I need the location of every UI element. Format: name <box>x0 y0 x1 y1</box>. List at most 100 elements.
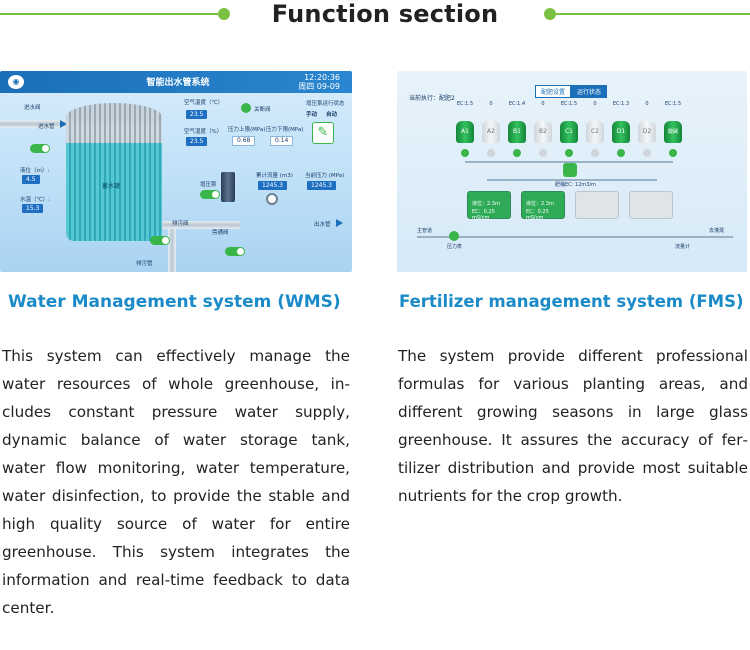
tank-label: 蓄水罐 <box>102 183 121 190</box>
mixing-tank: 液位：2.3m EC：0.25 mS/cm <box>521 191 565 221</box>
booster-pump-icon <box>221 172 235 202</box>
wms-logo-icon: ◉ <box>8 75 24 89</box>
drain-valve-toggle[interactable] <box>150 236 170 245</box>
mixer-icon <box>563 163 577 177</box>
wms-description: This system can effectively manage the w… <box>2 347 350 617</box>
temp-label: 水温（℃）: <box>20 197 51 203</box>
valve-icon[interactable] <box>617 149 625 157</box>
fertilizer-tank: A2 <box>482 121 500 143</box>
ec-label: EC:1.4 <box>508 101 526 107</box>
section-header: Function section <box>0 0 750 30</box>
pump-status-label: 增压泵运行状态 <box>306 101 345 107</box>
inlet-pipe-shape <box>0 120 78 128</box>
wms-system-title: 智能出水管系统 <box>146 78 210 88</box>
flow-label: 累计流量 (m3) <box>256 173 293 179</box>
drain-valve-label: 排污阀 <box>172 221 189 227</box>
wms-screenshot: ◉ 智能出水管系统 12:20:36 周四 09-09 进水阀 进水管 液位（m… <box>0 71 352 272</box>
ec-label: EC:1.5 <box>560 101 578 107</box>
mixing-tank <box>629 191 673 219</box>
fertilizer-tank: D1 <box>612 121 630 143</box>
ec-label: EC:1.5 <box>664 101 682 107</box>
valve-icon[interactable] <box>591 149 599 157</box>
valve-icon[interactable] <box>513 149 521 157</box>
pressure-value: 1245.3 <box>307 181 336 190</box>
inlet-valve-label: 进水阀 <box>24 105 41 111</box>
fertilizer-tank: B2 <box>534 121 552 143</box>
inlet-label: 主管道 <box>417 228 433 234</box>
bypass-valve-label: 旁通阀 <box>212 230 229 236</box>
air-hum-label: 空气湿度（%） <box>184 129 223 135</box>
fertilizer-tank: C1 <box>560 121 578 143</box>
booster-pipe-shape <box>160 221 240 229</box>
main-line <box>417 236 733 238</box>
booster-label: 增压泵 <box>200 182 217 188</box>
shutdown-label: 关断阀 <box>254 107 271 113</box>
valve-icon[interactable] <box>487 149 495 157</box>
meter-label: 流量计 <box>675 244 691 250</box>
fertilizer-tank: B1 <box>508 121 526 143</box>
header-dot-left-icon <box>218 8 230 20</box>
wms-date: 周四 09-09 <box>298 82 340 91</box>
outlet-arrow-icon <box>336 219 343 227</box>
valve-icon[interactable] <box>461 149 469 157</box>
level-label: 液位（m）: <box>20 168 50 174</box>
valve-icon[interactable] <box>565 149 573 157</box>
fertilizer-tank: 酸碱 <box>664 121 682 143</box>
manifold-line <box>465 161 673 163</box>
distribution-line <box>487 179 657 181</box>
tab-formula-settings[interactable]: 配肥设置 <box>535 85 572 98</box>
fms-screenshot: 配肥设置运行状态 当前执行：配肥2 EC:1.5 0 EC:1.4 0 EC:1… <box>397 71 747 272</box>
valve-icon[interactable] <box>539 149 547 157</box>
inlet-arrow-icon <box>60 120 67 128</box>
fms-tabs: 配肥设置运行状态 <box>535 79 608 98</box>
booster-toggle[interactable] <box>200 190 220 199</box>
ec-label: 0 <box>593 101 597 107</box>
valve-icon[interactable] <box>669 149 677 157</box>
inlet-valve-toggle[interactable] <box>30 144 50 153</box>
pressure-upper-value[interactable]: 0.68 <box>232 136 256 146</box>
valve-icon[interactable] <box>643 149 651 157</box>
pressure-gauge-icon <box>266 193 278 205</box>
outlet-label: 去灌溉 <box>709 228 725 234</box>
bypass-valve-toggle[interactable] <box>225 247 245 256</box>
wms-title-bar: ◉ 智能出水管系统 12:20:36 周四 09-09 <box>0 71 352 93</box>
ec-label: EC:1.3 <box>612 101 630 107</box>
tank-water-fill <box>66 143 162 241</box>
ec-label: 0 <box>489 101 493 107</box>
drain-pipe-label: 排污管 <box>136 261 153 267</box>
auto-mode-label[interactable]: 自动 <box>326 112 338 118</box>
wrench-icon[interactable]: ✎ <box>312 122 334 144</box>
header-line-right <box>552 13 750 15</box>
wms-time: 12:20:36 <box>304 73 340 82</box>
flow-note: 肥桶EC: 12m3/m <box>555 182 596 188</box>
temp-value: 15.3 <box>22 204 44 213</box>
fertilizer-tank: A1 <box>456 121 474 143</box>
wms-clock: 12:20:36 周四 09-09 <box>298 73 340 91</box>
pressure-lower-value[interactable]: 0.14 <box>270 136 294 146</box>
mixing-tank: 液位：2.3m EC：0.25 mS/cm <box>467 191 511 221</box>
air-temp-value: 23.5 <box>186 110 208 119</box>
fertilizer-tank: C2 <box>586 121 604 143</box>
air-temp-label: 空气温度（℃） <box>184 100 224 106</box>
outlet-label: 出水管 <box>314 222 331 228</box>
header-dot-right-icon <box>544 8 556 20</box>
ec-label: 0 <box>541 101 545 107</box>
inlet-pipe-label: 进水管 <box>38 124 55 130</box>
level-value: 4.5 <box>22 175 40 184</box>
pressure-upper-label: 压力上限(MPa) <box>228 127 266 133</box>
shutdown-indicator-icon <box>241 103 251 113</box>
air-hum-value: 23.5 <box>186 137 208 146</box>
pressure-label: 当前压力 (MPa) <box>305 173 345 179</box>
wms-caption: Water Management system (WMS) <box>8 292 341 312</box>
flow-value: 1245.3 <box>258 181 287 190</box>
manual-mode-label[interactable]: 手动 <box>306 112 318 118</box>
fms-caption: Fertilizer management system (FMS) <box>399 292 744 311</box>
pipe-vertical-shape <box>168 221 176 272</box>
header-line-left <box>0 13 222 15</box>
pump-label: 压力表 <box>447 244 463 250</box>
storage-tank: 蓄水罐 <box>66 103 162 243</box>
page-title: Function section <box>271 0 499 28</box>
tab-run-status[interactable]: 运行状态 <box>571 85 608 98</box>
ec-label: EC:1.5 <box>456 101 474 107</box>
fms-description: The system provide different professiona… <box>398 347 748 505</box>
